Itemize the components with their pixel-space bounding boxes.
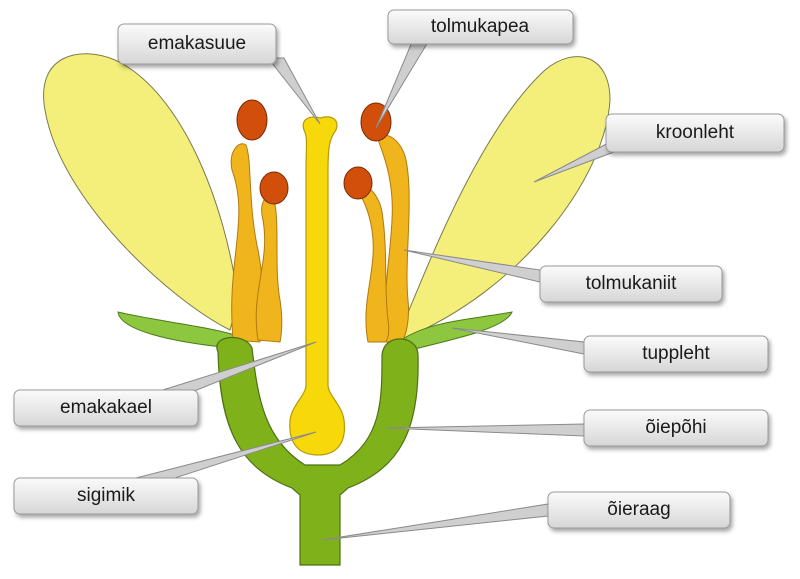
label-petal: kroonleht: [656, 122, 735, 143]
pointer-sepal: [451, 327, 585, 355]
label-ovary: sigimik: [77, 485, 136, 506]
anther-right-low: [343, 166, 373, 200]
label-filament: tolmukaniit: [586, 273, 678, 294]
pointer-anther: [375, 41, 429, 129]
label-box-pedicel: [547, 491, 731, 529]
anther-left-low: [259, 171, 289, 205]
petal-right: [399, 56, 611, 339]
label-receptacle: õiepõhi: [645, 417, 706, 438]
sepal-left: [117, 311, 236, 349]
sepal-right: [397, 311, 513, 353]
label-box-style: [13, 389, 199, 427]
label-box-petal: [605, 113, 785, 153]
label-sepal: tuppleht: [642, 343, 710, 364]
anther-left-top: [236, 99, 268, 141]
label-box-ovary: [13, 477, 199, 515]
pistil: [289, 116, 346, 456]
filament-right-inner: [355, 184, 390, 343]
pointer-receptacle: [385, 423, 585, 437]
pointer-stigma: [266, 57, 321, 125]
label-box-filament: [539, 265, 723, 303]
pointer-pedicel: [321, 503, 549, 541]
label-box-receptacle: [583, 409, 769, 447]
label-box-sepal: [583, 335, 769, 373]
label-stigma: emakasuue: [148, 33, 246, 54]
label-box-anther: [387, 9, 574, 45]
label-box-stigma: [117, 23, 277, 65]
label-pedicel: õieraag: [607, 499, 670, 520]
petal-left: [43, 53, 239, 331]
label-style: emakakael: [60, 397, 152, 418]
label-anther: tolmukapea: [431, 16, 530, 37]
